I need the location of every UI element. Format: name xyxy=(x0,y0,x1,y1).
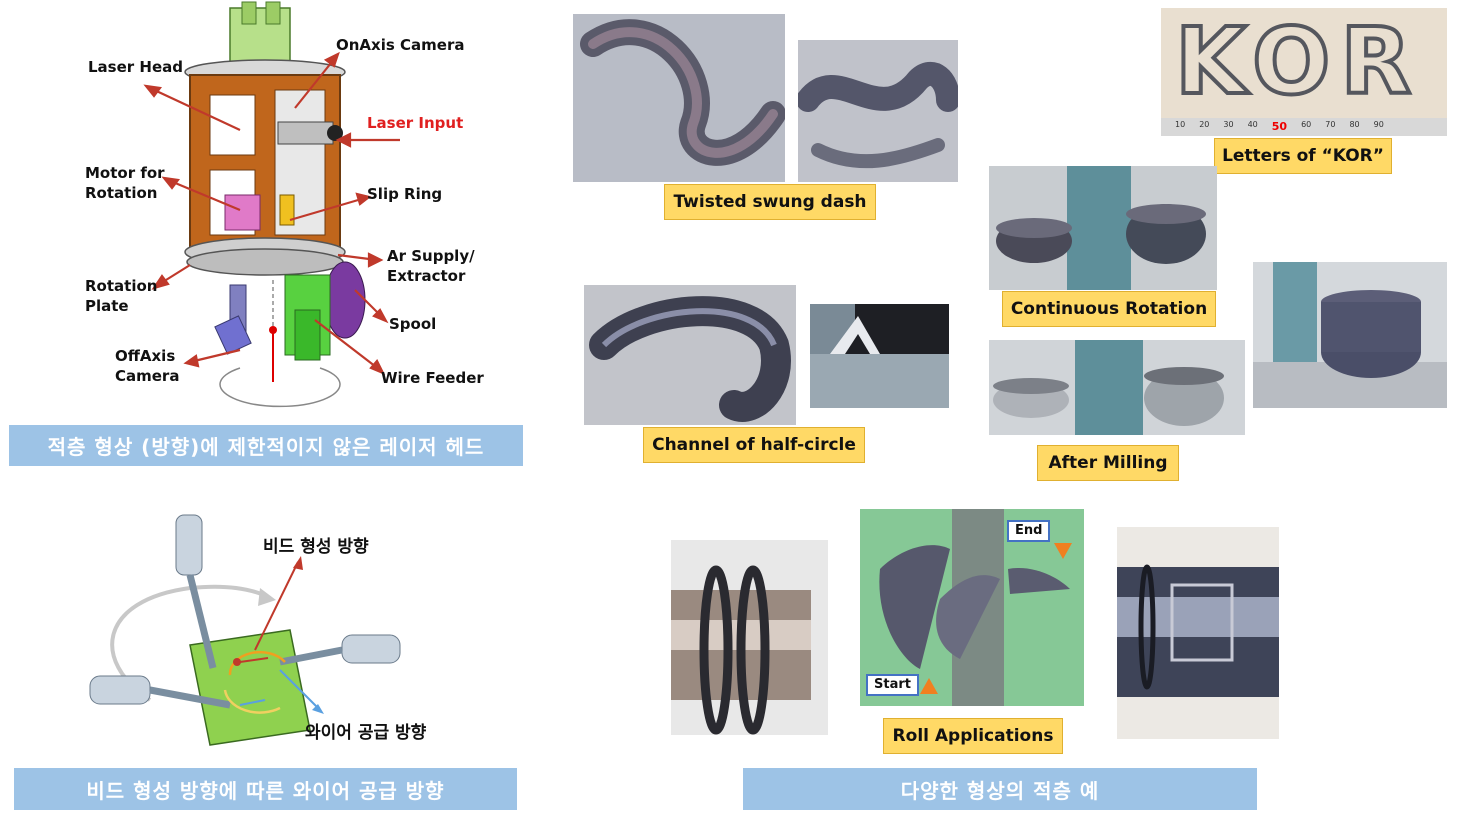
callout-motor-line1: Motor for xyxy=(85,164,165,182)
channel-photo-1 xyxy=(584,285,796,425)
after-milling-image xyxy=(989,340,1245,435)
samples-banner: 다양한 형상의 적층 예 xyxy=(743,768,1257,810)
ruler-ticks: 10 20 30 40 50 60 70 80 90 xyxy=(1175,120,1384,133)
wire-feed-drawing xyxy=(89,514,401,746)
ruler-tick: 30 xyxy=(1223,120,1234,129)
laser-head-diagram xyxy=(80,0,500,420)
wire-feed-banner: 비드 형성 방향에 따른 와이어 공급 방향 xyxy=(14,768,517,810)
ruler-strip: 10 20 30 40 50 60 70 80 90 xyxy=(1161,118,1447,136)
label-letters-kor: Letters of “KOR” xyxy=(1214,138,1392,174)
twisted-bead-image xyxy=(573,14,785,182)
ruler-tick: 60 xyxy=(1301,120,1312,129)
kor-letters-text: KOR xyxy=(1173,8,1422,117)
callout-offaxis-line2: Camera xyxy=(115,367,180,385)
label-after-milling: After Milling xyxy=(1037,445,1179,481)
callout-rotation-plate-line2: Plate xyxy=(85,297,129,315)
callout-laser-head: Laser Head xyxy=(88,58,183,76)
channel-cross-section-image xyxy=(810,304,949,408)
roll-pattern-image xyxy=(1117,527,1279,739)
continuous-rotation-photo xyxy=(989,166,1217,290)
laser-head-banner: 적층 형상 (방향)에 제한적이지 않은 레이저 헤드 xyxy=(9,425,523,466)
callout-wire-feeder: Wire Feeder xyxy=(381,369,484,387)
roll-photo-left xyxy=(671,540,828,735)
callout-spool: Spool xyxy=(389,315,437,333)
kor-letters-photo: KOR 10 20 30 40 50 60 70 80 90 xyxy=(1161,8,1447,136)
bead-direction-label: 비드 형성 방향 xyxy=(263,537,369,557)
cylinder-ruler-image xyxy=(1253,262,1447,408)
twisted-photo-2 xyxy=(798,40,958,182)
twisted-bead-image-2 xyxy=(798,40,958,182)
ruler-tick: 90 xyxy=(1373,120,1384,129)
callout-ar-supply-line2: Extractor xyxy=(387,267,466,285)
wire-direction-label: 와이어 공급 방향 xyxy=(305,723,427,743)
ruler-tick: 70 xyxy=(1325,120,1336,129)
roll-start-tag: Start xyxy=(866,674,919,696)
channel-photo-2 xyxy=(810,304,949,408)
laser-head-cad-drawing xyxy=(143,1,400,408)
ruler-tick: 50 xyxy=(1271,120,1288,133)
wire-feed-diagram xyxy=(80,500,460,755)
continuous-rotation-image xyxy=(989,166,1217,290)
after-milling-photo xyxy=(989,340,1245,435)
channel-bead-image xyxy=(584,285,796,425)
ruler-tick: 10 xyxy=(1175,120,1186,129)
label-twisted-swung-dash: Twisted swung dash xyxy=(664,184,876,220)
end-arrow-icon xyxy=(1054,543,1072,559)
label-roll-applications: Roll Applications xyxy=(883,718,1063,754)
callout-slip-ring: Slip Ring xyxy=(367,185,443,203)
label-channel-half-circle: Channel of half-circle xyxy=(643,427,865,463)
cylinder-ruler-photo xyxy=(1253,262,1447,408)
label-continuous-rotation: Continuous Rotation xyxy=(1002,291,1216,327)
ruler-tick: 20 xyxy=(1199,120,1210,129)
start-arrow-icon xyxy=(920,678,938,694)
callout-rotation-plate-line1: Rotation xyxy=(85,277,158,295)
roll-photo-right xyxy=(1117,527,1279,739)
callout-offaxis-line1: OffAxis xyxy=(115,347,176,365)
roll-end-tag: End xyxy=(1007,520,1051,542)
twisted-photo-1 xyxy=(573,14,785,182)
ruler-tick: 80 xyxy=(1349,120,1360,129)
callout-ar-supply-line1: Ar Supply/ xyxy=(387,247,475,265)
callout-onaxis-camera: OnAxis Camera xyxy=(336,36,465,54)
roll-rings-image xyxy=(671,540,828,735)
callout-laser-input: Laser Input xyxy=(367,114,464,132)
callout-motor-line2: Rotation xyxy=(85,184,158,202)
ruler-tick: 40 xyxy=(1247,120,1258,129)
